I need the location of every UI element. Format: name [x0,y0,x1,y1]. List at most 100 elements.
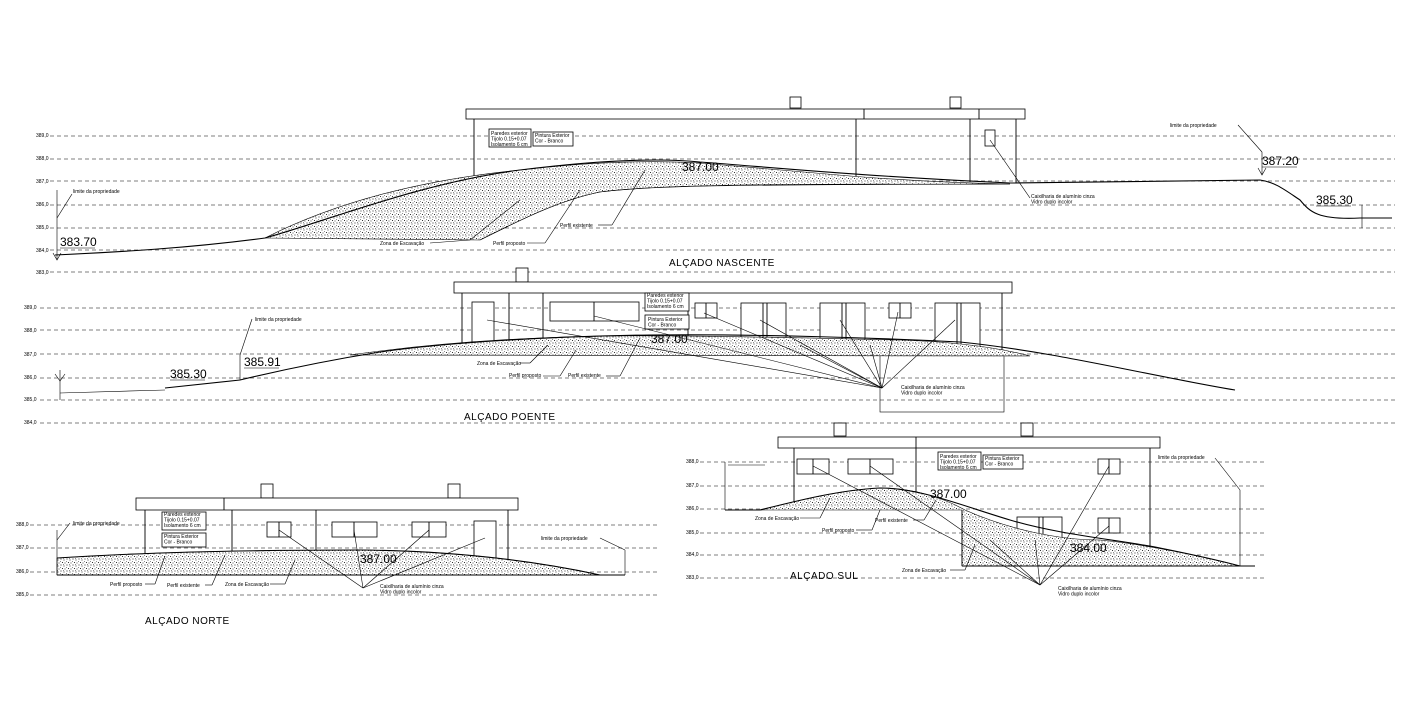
elevation-mark: 387.00 [682,160,719,174]
annotations: limite da propriedade limite da propried… [56,123,1263,247]
level-label: 387,0 [16,545,29,551]
material-box [488,128,532,148]
level-label: 386,0 [24,375,37,381]
annotation-text: Perfil proposto [110,582,142,588]
leader-lines [812,465,1110,586]
level-label: 384,0 [24,420,37,426]
level-label: 385,0 [36,225,49,231]
elevation-mark: 387.00 [651,332,688,346]
level-label: 387,0 [24,352,37,358]
chimney [447,483,461,499]
existing-profile-line [164,334,1236,391]
annotation-text: Perfil existente [167,583,200,589]
annotation-text: Zona de Escavação [477,361,521,367]
level-label: 387,0 [686,483,699,489]
level-lines [50,135,1395,273]
level-label: 386,0 [16,569,29,575]
roof-slab [777,436,1161,449]
level-label: 387,0 [36,179,49,185]
chimney [949,96,962,109]
level-label: 389,0 [36,133,49,139]
annotations: limite da propriedade Zona de Escavação … [239,293,965,397]
elevation-norte: 388,0 387,0 386,0 385,0 [16,483,660,627]
annotation-text: Perfil existente [568,373,601,379]
annotation-text: Perfil existente [875,518,908,524]
excavation-zone [759,487,1241,567]
elevation-marks: 383.70 387.00 387.20 385.30 [52,152,1363,261]
annotation-text: Perfil proposto [493,241,525,247]
level-label: 384,0 [36,248,49,254]
annotation-text: Perfil existente [560,223,593,229]
level-label: 389,0 [24,305,37,311]
window [549,301,640,322]
elevation-marks: 385.30 385.91 387.00 [54,332,688,400]
leader-lines [486,311,956,389]
elevation-title: ALÇADO NASCENTE [669,258,775,269]
material-box [161,532,207,548]
chimney [833,422,847,437]
elevation-mark: 385.91 [244,355,281,369]
building-norte [135,483,519,573]
chimney [515,267,529,283]
material-box [982,454,1024,470]
elevation-mark: 385.30 [1316,193,1353,207]
level-labels: 388,0 387,0 386,0 385,0 384,0 383,0 [686,459,699,581]
excavation-zone [349,335,1031,357]
material-box [644,292,690,312]
level-label: 388,0 [36,156,49,162]
detail-frame [879,349,1005,413]
material-box [644,314,690,330]
existing-profile-line [54,159,1392,256]
annotation-text: Perfil proposto [822,528,854,534]
elevation-title: ALÇADO SUL [790,571,858,582]
level-label: 383,0 [686,575,699,581]
level-label: 384,0 [686,552,699,558]
elevation-sul: 388,0 387,0 386,0 385,0 384,0 383,0 [686,422,1265,598]
level-label: 386,0 [686,506,699,512]
annotation-text: Perfil proposto [509,373,541,379]
level-labels: 388,0 387,0 386,0 385,0 [16,522,29,598]
elevation-nascente: 389,0 388,0 387,0 386,0 385,0 384,0 383,… [36,96,1395,276]
chimney [260,483,274,499]
proposed-profile-line [59,389,166,394]
level-label: 383,0 [36,270,49,276]
roof-slab [135,497,519,511]
annotations: limite da propriedade limite da propried… [56,512,626,596]
elevation-mark: 385.30 [170,367,207,381]
material-box [532,131,574,147]
annotation-text: limite da propriedade [73,189,120,195]
building-nascente [465,96,1026,240]
roof-slab [453,281,1013,294]
elevation-mark: 387.00 [930,487,967,501]
level-label: 388,0 [686,459,699,465]
level-label: 385,0 [16,592,29,598]
annotation-text: Zona de Escavação [225,582,269,588]
level-label: 388,0 [16,522,29,528]
chimney [789,96,802,109]
material-box [937,451,982,471]
window [984,129,996,147]
level-labels: 389,0 388,0 387,0 386,0 385,0 384,0 [24,305,37,426]
annotation-text: Zona de Escavação [380,241,424,247]
elevation-mark: 383.70 [60,235,97,249]
leader-lines [278,529,486,589]
roof-slab [465,108,1026,120]
annotation-text: limite da propriedade [541,536,588,542]
annotation-text: limite da propriedade [1158,455,1205,461]
existing-profile-line [56,549,625,576]
annotation-text: Zona de Escavação [902,568,946,574]
elevation-mark: 387.00 [360,552,397,566]
annotations: limite da propriedade Zona de Escavação … [755,454,1241,598]
elevation-title: ALÇADO POENTE [464,412,556,423]
